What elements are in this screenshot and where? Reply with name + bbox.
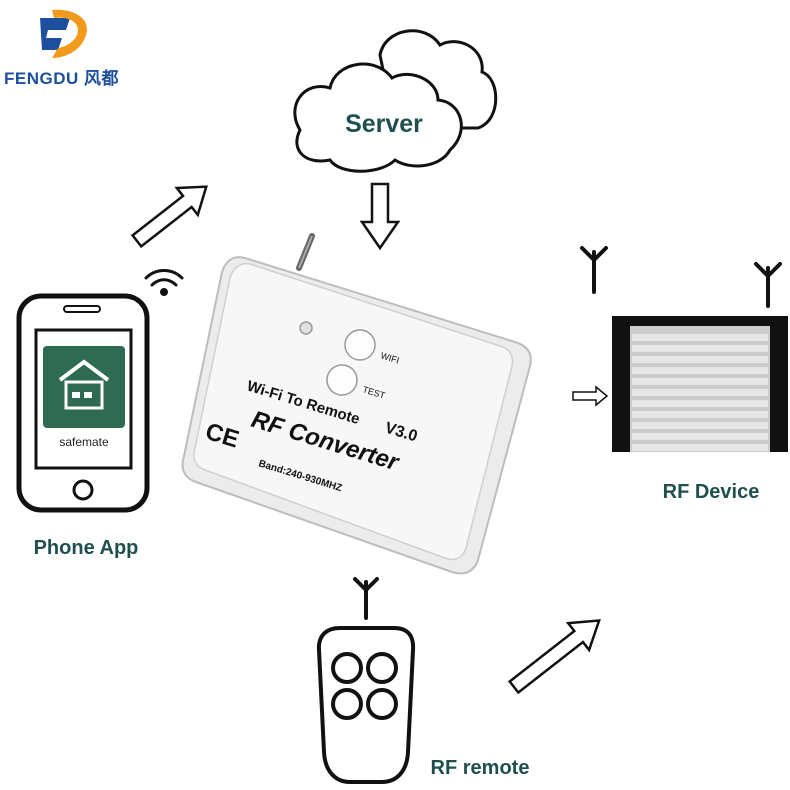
safemate-app-icon	[43, 346, 125, 428]
down-arrow-icon	[359, 182, 401, 251]
shutter-slat	[632, 378, 768, 385]
cloud-icon	[293, 29, 498, 173]
fengdu-logo-icon	[40, 9, 88, 58]
shutter-slat	[632, 411, 768, 418]
arrow-right-icon	[572, 385, 609, 407]
wifi-icon	[144, 269, 184, 296]
rf-device-label: RF Device	[663, 481, 760, 503]
antenna-icon	[353, 577, 379, 620]
antenna-icon	[754, 262, 782, 308]
phone-screen-app-label: safemate	[59, 435, 109, 449]
shutter-slat	[632, 345, 768, 352]
shutter-slat	[632, 367, 768, 374]
rf-converter-device	[181, 233, 532, 575]
shutter-slats	[632, 334, 768, 451]
brand-name: FENGDU 风都	[4, 64, 119, 89]
arrow-up-right-icon	[130, 185, 208, 249]
shutter-slat	[632, 334, 768, 341]
server-label: Server	[345, 110, 423, 138]
rf-remote-label: RF remote	[431, 757, 530, 779]
antenna-icon	[580, 246, 608, 294]
shutter-slat	[632, 356, 768, 363]
arrow-remote-to-device-icon	[507, 619, 601, 695]
shutter-slat	[632, 433, 768, 440]
shutter-slat	[632, 422, 768, 429]
phone-app-label: Phone App	[34, 537, 139, 559]
shutter-slat	[632, 400, 768, 407]
remote-control-icon	[316, 626, 416, 784]
shutter-slat	[632, 444, 768, 451]
brand-name-latin: FENGDU	[4, 69, 79, 88]
shutter-slat	[632, 389, 768, 396]
brand-name-cn: 风都	[84, 69, 120, 88]
